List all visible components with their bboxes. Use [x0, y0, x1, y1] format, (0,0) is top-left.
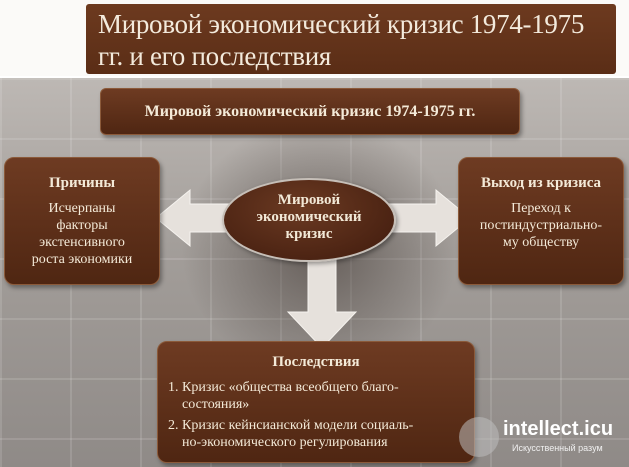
center-line: кризис: [285, 226, 333, 242]
title-line-1: Мировой экономический кризис 1974-1975: [98, 9, 585, 39]
consequences-title: Последствия: [272, 354, 360, 370]
exit-line: му обществу: [502, 235, 580, 250]
center-ellipse: Мировой экономический кризис: [222, 178, 396, 262]
center-label: Мировой экономический кризис: [224, 192, 394, 243]
header: Мировой экономический кризис 1974-1975 г…: [0, 0, 629, 76]
causes-box: Причины Исчерпаны факторы экстенсивного …: [4, 157, 160, 285]
causes-line: экстенсивного: [39, 235, 125, 250]
consequences-list: 1. Кризис «общества всеобщего благо- сос…: [158, 379, 474, 451]
consequence-line: состояния»: [182, 397, 250, 412]
center-line: Мировой: [277, 192, 341, 208]
causes-line: Исчерпаны: [48, 201, 116, 216]
exit-title: Выход из кризиса: [480, 175, 602, 191]
causes-title: Причины: [48, 175, 116, 191]
consequences-box: Последствия 1. Кризис «общества всеобщег…: [157, 341, 475, 463]
title-bar: Мировой экономический кризис 1974-1975 г…: [86, 4, 616, 74]
page-title: Мировой экономический кризис 1974-1975 г…: [98, 8, 608, 72]
consequence-line: но-экономического регулирования: [182, 435, 388, 450]
crisis-title-label: Мировой экономический кризис 1974-1975 г…: [144, 103, 476, 120]
causes-line: роста экономики: [31, 252, 133, 267]
consequence-line: 1. Кризис «общества всеобщего благо-: [168, 380, 399, 395]
title-line-2: гг. и его последствия: [98, 41, 331, 71]
causes-text: Исчерпаны факторы экстенсивного роста эк…: [5, 200, 159, 268]
consequence-line: 2. Кризис кейнсианской модели социаль-: [168, 418, 414, 433]
watermark-logo-icon: [459, 417, 499, 457]
exit-line: постиндустриально-: [479, 218, 603, 233]
exit-box: Выход из кризиса Переход к постиндустриа…: [458, 157, 624, 285]
crisis-title-box: Мировой экономический кризис 1974-1975 г…: [100, 88, 520, 135]
exit-text: Переход к постиндустриально- му обществу: [459, 200, 623, 251]
exit-line: Переход к: [511, 201, 571, 216]
center-line: экономический: [256, 209, 362, 225]
watermark-name: intellect.icu: [503, 418, 614, 440]
causes-line: факторы: [56, 218, 108, 233]
watermark-tagline: Искусственный разум: [512, 443, 603, 453]
